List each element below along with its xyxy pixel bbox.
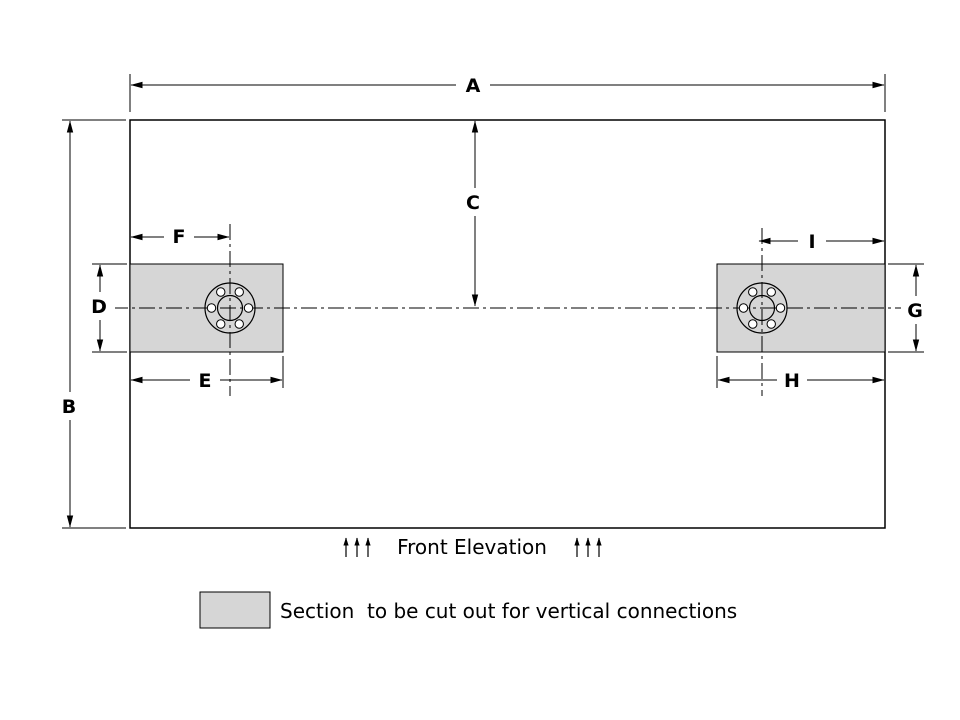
dimension-f: F bbox=[130, 222, 230, 250]
bolt-hole bbox=[748, 319, 758, 329]
bolt-hole bbox=[216, 287, 226, 297]
label-mask bbox=[164, 222, 194, 250]
caption-up-arrows-left bbox=[343, 537, 371, 557]
dim-label-f: F bbox=[173, 226, 186, 248]
label-mask bbox=[55, 392, 85, 420]
dimension-i: I bbox=[758, 227, 885, 255]
dim-label-c: C bbox=[466, 192, 480, 214]
dim-label-e: E bbox=[199, 370, 212, 392]
flange-outer-circle bbox=[736, 282, 788, 334]
label-mask bbox=[798, 227, 826, 255]
bolt-hole bbox=[216, 319, 226, 329]
bolt-hole bbox=[748, 287, 758, 297]
label-mask bbox=[777, 366, 807, 394]
legend-swatch bbox=[199, 591, 271, 629]
dim-label-d: D bbox=[91, 296, 107, 318]
flange-inner-circle bbox=[748, 294, 776, 322]
bolt-hole bbox=[766, 319, 776, 329]
legend: Section to be cut out for vertical conne… bbox=[199, 591, 737, 629]
label-mask bbox=[85, 292, 115, 320]
label-mask bbox=[458, 188, 488, 216]
dim-label-b: B bbox=[62, 396, 76, 418]
bolt-hole bbox=[738, 303, 749, 313]
bolt-hole bbox=[234, 287, 244, 297]
flange-right bbox=[736, 282, 788, 334]
bolt-hole bbox=[206, 303, 217, 313]
label-mask bbox=[901, 296, 931, 324]
dimension-e: E bbox=[130, 356, 284, 394]
dimension-g: G bbox=[888, 263, 931, 353]
label-mask bbox=[456, 70, 490, 98]
flange-left bbox=[204, 282, 256, 334]
bolt-hole bbox=[243, 303, 254, 313]
flange-inner-circle bbox=[216, 294, 244, 322]
dim-label-h: H bbox=[784, 370, 800, 392]
dimension-c: C bbox=[458, 120, 488, 307]
caption-up-arrows-right bbox=[574, 537, 602, 557]
dim-label-i: I bbox=[808, 231, 815, 253]
dimension-b: B bbox=[55, 119, 126, 529]
dim-label-a: A bbox=[466, 75, 481, 97]
dimension-h: H bbox=[716, 356, 885, 394]
bolt-hole bbox=[775, 303, 786, 313]
dimension-a: A bbox=[129, 70, 886, 112]
dim-label-g: G bbox=[907, 300, 923, 322]
label-mask bbox=[190, 366, 220, 394]
bolt-hole bbox=[766, 287, 776, 297]
legend-text: Section to be cut out for vertical conne… bbox=[280, 599, 737, 623]
dimension-d: D bbox=[85, 263, 127, 353]
caption-front-elevation: Front Elevation bbox=[397, 535, 547, 559]
bolt-hole bbox=[234, 319, 244, 329]
flange-outer-circle bbox=[204, 282, 256, 334]
